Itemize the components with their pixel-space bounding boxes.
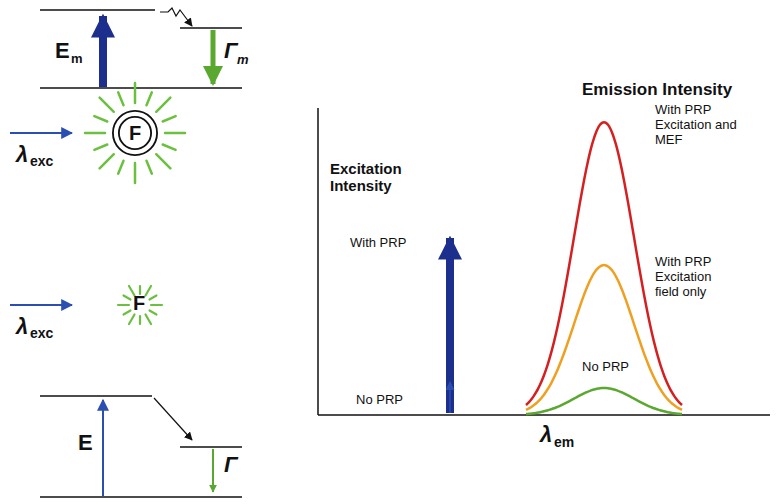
energy-label: Γ bbox=[224, 38, 237, 63]
subscript: exc bbox=[30, 325, 53, 341]
excitation-bar bbox=[446, 238, 454, 413]
emission-arrow bbox=[212, 449, 214, 492]
series-label: No PRP bbox=[582, 360, 629, 375]
energy-label: E bbox=[78, 430, 93, 455]
energy-diagram-bottom bbox=[40, 396, 242, 497]
chart-axes bbox=[318, 108, 770, 415]
subscript: m bbox=[237, 53, 249, 68]
fluorophore-label: F bbox=[129, 122, 141, 145]
axis-title: Excitation Intensity bbox=[330, 160, 425, 195]
emission-rays bbox=[118, 286, 162, 324]
series-label: With PRP Excitation field only bbox=[655, 255, 737, 300]
excitation-arrow bbox=[102, 400, 104, 496]
subscript: exc bbox=[30, 153, 53, 169]
light-arrow bbox=[10, 132, 72, 134]
axis-label: λ bbox=[540, 422, 552, 447]
emission-rays bbox=[85, 83, 185, 183]
series-label: With PRP bbox=[350, 236, 406, 251]
energy-diagram-top bbox=[40, 8, 242, 88]
wavelength-label: λ bbox=[16, 314, 28, 339]
energy-label: E bbox=[55, 38, 70, 63]
excitation-arrow bbox=[99, 16, 107, 87]
energy-label: Γ bbox=[224, 452, 237, 477]
light-arrow bbox=[10, 304, 72, 306]
emission-arrow bbox=[211, 30, 216, 84]
series-label: With PRP Excitation and MEF bbox=[655, 103, 767, 148]
subscript: m bbox=[71, 52, 83, 67]
excitation-bar bbox=[449, 382, 451, 413]
fluorophore-label: F bbox=[133, 292, 145, 315]
series-label: No PRP bbox=[356, 393, 403, 408]
wavelength-label: λ bbox=[16, 142, 28, 167]
fluorophore-circle: F bbox=[112, 110, 158, 156]
subscript: em bbox=[554, 434, 574, 450]
axis-title: Emission Intensity bbox=[582, 80, 732, 100]
